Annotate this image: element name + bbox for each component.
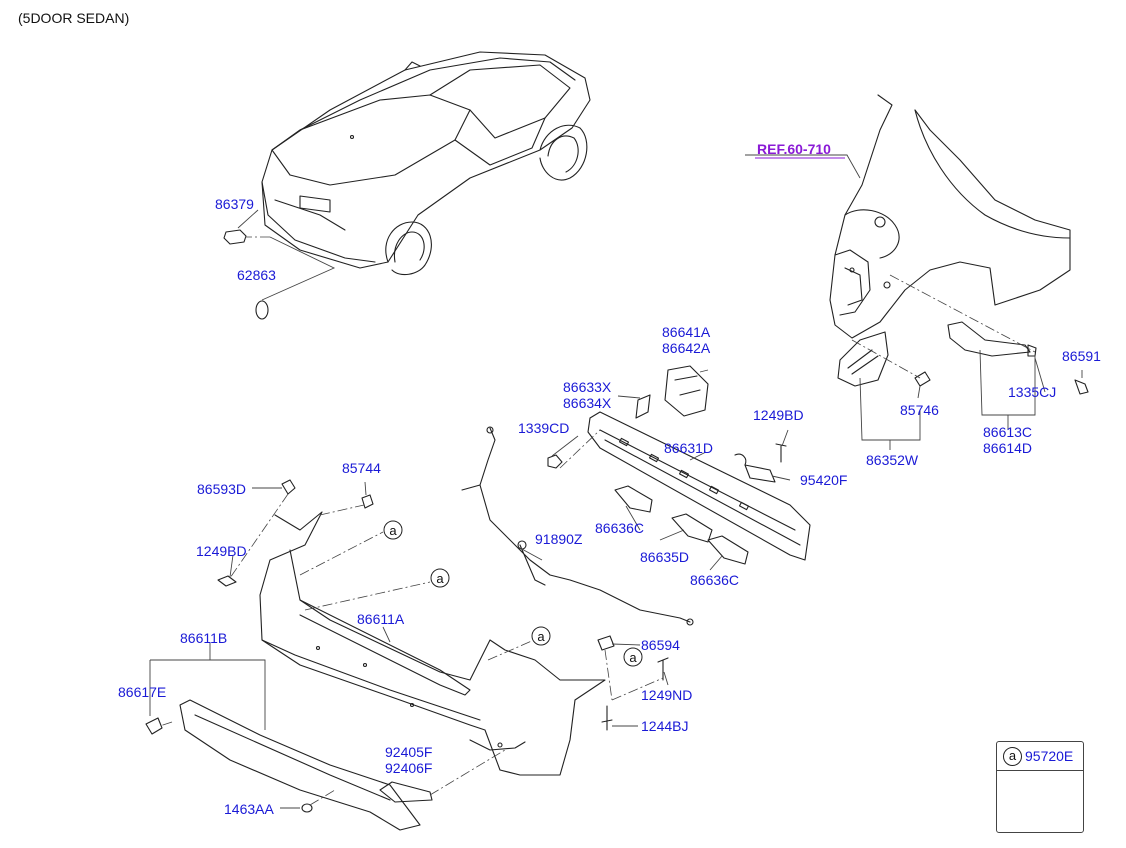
guard-86352w-shape xyxy=(837,331,889,387)
leader-lines xyxy=(149,154,1083,809)
callout-a-1: a xyxy=(389,523,397,538)
bracket-86613c-shape xyxy=(947,321,1031,357)
car-body-illustration xyxy=(261,51,591,276)
nut-1339cd-shape xyxy=(547,454,563,469)
quarter-panel-illustration xyxy=(829,94,1071,339)
part-label-86593d[interactable]: 86593D xyxy=(197,481,247,497)
bolt-1249nd-shape xyxy=(657,657,669,681)
part-label-86631d[interactable]: 86631D xyxy=(664,440,714,456)
part-label-86614d[interactable]: 86614D xyxy=(983,440,1033,456)
part-label-95420f[interactable]: 95420F xyxy=(800,472,848,488)
part-label-86636c-b[interactable]: 86636C xyxy=(690,572,740,588)
part-label-86635d[interactable]: 86635D xyxy=(640,549,690,565)
part-label-1463aa[interactable]: 1463AA xyxy=(224,801,274,817)
bolt-1244bj-shape xyxy=(601,705,613,731)
bolt-1249bd-left-shape xyxy=(217,575,237,587)
callout-circles xyxy=(383,520,643,667)
ring-62863-shape xyxy=(255,300,269,320)
part-label-92405f[interactable]: 92405F xyxy=(385,744,433,760)
part-label-86352w[interactable]: 86352W xyxy=(866,452,919,468)
reference-link[interactable]: REF.60-710 xyxy=(757,141,831,157)
harness-91890z-shape xyxy=(461,427,691,623)
diagram-subtitle: (5DOOR SEDAN) xyxy=(18,10,130,26)
clip-85744-shape xyxy=(361,494,374,509)
clip-86593d-shape xyxy=(281,479,296,495)
part-label-92406f[interactable]: 92406F xyxy=(385,760,433,776)
part-label-86611a[interactable]: 86611A xyxy=(357,611,405,627)
bracket-86636c-a-shape xyxy=(614,485,653,513)
part-label-86613c[interactable]: 86613C xyxy=(983,424,1033,440)
strap-86633x-shape xyxy=(635,394,651,419)
bracket-86636c-b-shape xyxy=(707,535,749,565)
callout-a-4: a xyxy=(629,650,637,665)
part-label-1249nd[interactable]: 1249ND xyxy=(641,687,693,703)
part-label-86633x[interactable]: 86633X xyxy=(563,379,612,395)
part-label-62863[interactable]: 62863 xyxy=(237,267,276,283)
part-label-86379[interactable]: 86379 xyxy=(215,196,254,212)
part-label-86594[interactable]: 86594 xyxy=(641,637,680,653)
skirt-86611b-shape xyxy=(179,699,421,831)
legend-part-code[interactable]: 95720E xyxy=(1025,748,1074,764)
legend-box: a 95720E xyxy=(996,741,1084,833)
part-label-86642a[interactable]: 86642A xyxy=(662,340,711,356)
part-label-86617e[interactable]: 86617E xyxy=(118,684,167,700)
part-label-1339cd[interactable]: 1339CD xyxy=(518,420,570,436)
part-label-1244bj[interactable]: 1244BJ xyxy=(641,718,689,734)
clip-86379-shape xyxy=(223,229,247,245)
part-label-92405f-92406f: 92405F 92406F xyxy=(385,744,432,776)
bracket-86641a-shape xyxy=(664,365,709,417)
callout-a-3: a xyxy=(537,629,545,644)
callout-a-2: a xyxy=(436,571,444,586)
reflector-92405f-shape xyxy=(379,781,433,803)
part-label-85746[interactable]: 85746 xyxy=(900,402,939,418)
part-label-86591[interactable]: 86591 xyxy=(1062,348,1101,364)
beam-86631d-shape xyxy=(587,411,811,561)
clip-85746-shape xyxy=(914,371,931,387)
nut-1463aa-shape xyxy=(301,803,313,813)
part-label-85744[interactable]: 85744 xyxy=(342,460,381,476)
part-label-86641a[interactable]: 86641A xyxy=(662,324,711,340)
bolt-86591-shape xyxy=(1074,379,1089,395)
part-label-86636c-a[interactable]: 86636C xyxy=(595,520,645,536)
part-label-86611b[interactable]: 86611B xyxy=(180,630,228,646)
clip-86594-shape xyxy=(597,635,615,651)
bolt-1249bd-top-shape xyxy=(775,443,787,463)
part-label-86633x-86634x: 86633X 86634X xyxy=(563,379,611,411)
legend-header: a 95720E xyxy=(997,742,1083,771)
part-label-1335cj[interactable]: 1335CJ xyxy=(1008,384,1057,400)
bracket-95420f-shape xyxy=(744,464,776,483)
part-label-86613c-86614d: 86613C 86614D xyxy=(983,424,1032,456)
bumper-cover-86611a-shape xyxy=(259,511,606,776)
part-label-1249bd-top[interactable]: 1249BD xyxy=(753,407,804,423)
part-label-86634x[interactable]: 86634X xyxy=(563,395,612,411)
legend-callout-letter: a xyxy=(1003,747,1022,766)
assembly-lines xyxy=(159,236,1036,806)
part-label-86641a-86642a: 86641A 86642A xyxy=(662,324,710,356)
part-label-1249bd-left[interactable]: 1249BD xyxy=(196,543,247,559)
bracket-86635d-shape xyxy=(671,513,713,543)
clip-86617e-shape xyxy=(145,717,163,735)
part-label-91890z[interactable]: 91890Z xyxy=(535,531,583,547)
